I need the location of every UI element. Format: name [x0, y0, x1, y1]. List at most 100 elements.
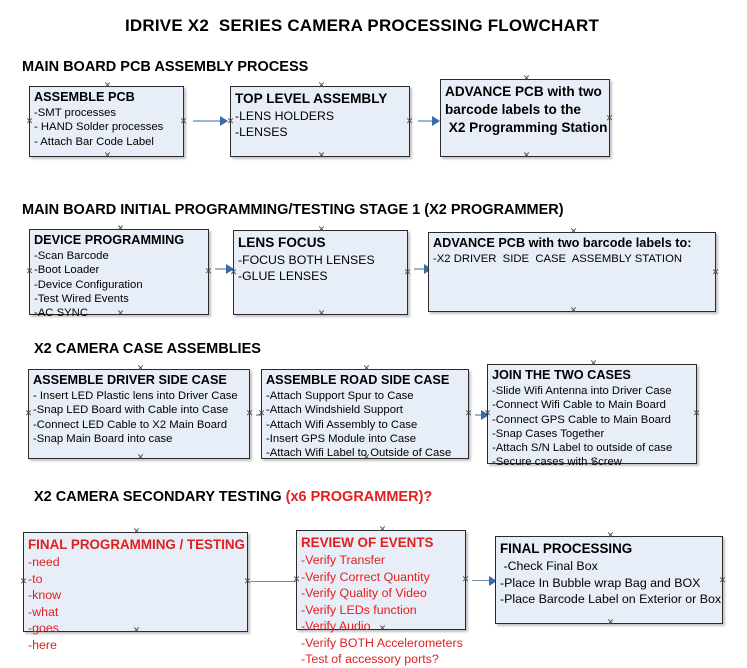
node-item: -Slide Wifi Antenna into Driver Case [492, 385, 672, 397]
connection-handle-bottom[interactable]: ✕ [136, 453, 145, 463]
arrow-icon [489, 576, 497, 586]
node-header: DEVICE PROGRAMMING [34, 233, 185, 247]
node-item: -to [28, 571, 43, 586]
connection-handle-right[interactable]: ✕ [461, 575, 470, 585]
connector-device-programming-to-lens-focus [215, 268, 233, 270]
node-item: -Connect LED Cable to X2 Main Board [33, 418, 228, 431]
connection-handle-right[interactable]: ✕ [403, 268, 412, 278]
node-item: -Check Final Box [500, 559, 598, 573]
node-item: - Insert LED Plastic lens into Driver Ca… [33, 390, 238, 402]
node-item: -here [28, 637, 57, 652]
connection-handle-right[interactable]: ✕ [405, 117, 414, 127]
connector-lens-focus-to-advance-pcb-driver [414, 268, 432, 270]
connection-handle-right[interactable]: ✕ [245, 409, 254, 419]
connection-handle-left[interactable]: ✕ [19, 577, 28, 587]
arrow-icon [432, 116, 440, 126]
node-item: -LENSES [235, 125, 288, 139]
node-item: -Place In Bubble wrap Bag and BOX [500, 575, 701, 590]
connection-handle-bottom[interactable]: ✕ [569, 306, 578, 316]
section-heading-pcb-assembly: MAIN BOARD PCB ASSEMBLY PROCESS [22, 59, 309, 75]
node-item: barcode labels to the [445, 102, 581, 117]
node-item: -Verify Transfer [301, 553, 386, 567]
node-item: -know [28, 588, 62, 602]
section-heading-accent: (x6 PROGRAMMER)? [285, 489, 433, 505]
section-heading-case-assemblies: X2 CAMERA CASE ASSEMBLIES [34, 341, 261, 357]
connection-handle-bottom[interactable]: ✕ [522, 151, 531, 161]
node-assemble-road-side-case[interactable]: ASSEMBLE ROAD SIDE CASE -Attach Support … [258, 365, 473, 463]
node-item: -FOCUS BOTH LENSES [238, 253, 375, 267]
node-final-programming-testing[interactable]: FINAL PROGRAMMING / TESTING -need -to -k… [20, 528, 252, 652]
section-heading-secondary-testing: X2 CAMERA SECONDARY TESTING (x6 PROGRAMM… [34, 489, 432, 505]
section-heading-text: X2 CAMERA SECONDARY TESTING [34, 489, 286, 505]
arrow-icon [220, 116, 228, 126]
connection-handle-bottom[interactable]: ✕ [606, 618, 615, 628]
node-item: -Connect GPS Cable to Main Board [492, 413, 671, 426]
connection-handle-right[interactable]: ✕ [464, 409, 473, 419]
node-item: -Place Barcode Label on Exterior or Box [500, 592, 722, 606]
node-header: TOP LEVEL ASSEMBLY [235, 91, 388, 106]
node-header: ASSEMBLE ROAD SIDE CASE [266, 373, 450, 387]
node-item: -Attach Wifi Label to Outside of Case [266, 447, 452, 460]
node-assemble-pcb[interactable]: ASSEMBLE PCB -SMT processes - HAND Solde… [26, 82, 188, 161]
node-item: -Verify Audio [301, 619, 371, 633]
node-header: LENS FOCUS [238, 235, 326, 250]
node-item: -Verify Correct Quantity [301, 569, 430, 584]
node-item: -Verify BOTH Accelerometers [301, 635, 463, 650]
connection-handle-right[interactable]: ✕ [204, 267, 213, 277]
node-item: X2 Programming Station [445, 120, 608, 135]
node-item: -goes [28, 621, 59, 635]
node-advance-pcb-driver-side[interactable]: ADVANCE PCB with two barcode labels to: … [428, 228, 719, 316]
node-item: -Snap Cases Together [492, 427, 605, 440]
node-item: -Connect Wifi Cable to Main Board [492, 399, 666, 412]
node-item: -Boot Loader [34, 264, 100, 277]
node-item: -Snap Main Board into case [33, 432, 173, 445]
connection-handle-right[interactable]: ✕ [692, 409, 701, 419]
connector-assemble-pcb-to-top-level [193, 120, 223, 122]
connection-handle-right[interactable]: ✕ [711, 268, 720, 278]
node-item: - Attach Bar Code Label [34, 135, 154, 148]
node-header: REVIEW OF EVENTS [301, 535, 434, 550]
node-item: -LENS HOLDERS [235, 109, 335, 123]
node-header: FINAL PROGRAMMING / TESTING [28, 537, 245, 552]
node-assemble-driver-side-case[interactable]: ASSEMBLE DRIVER SIDE CASE - Insert LED P… [25, 365, 254, 463]
node-item-overflow: -Test of accessory ports? [301, 652, 439, 666]
node-item: -Attach Support Spur to Case [266, 390, 414, 402]
node-header: FINAL PROCESSING [500, 541, 633, 556]
connection-handle-right[interactable]: ✕ [718, 576, 727, 586]
node-item: -Attach S/N Label to outside of case [492, 442, 673, 455]
node-item: -Insert GPS Module into Case [266, 432, 417, 445]
node-device-programming[interactable]: DEVICE PROGRAMMING -Scan Barcode -Boot L… [26, 225, 213, 320]
node-item: -Attach Wifi Assembly to Case [266, 418, 418, 431]
node-item: -Test Wired Events [34, 292, 129, 305]
connection-handle-bottom[interactable]: ✕ [103, 151, 112, 161]
connection-handle-bottom[interactable]: ✕ [317, 151, 326, 161]
connector-review-to-final-processing [472, 580, 496, 581]
node-top-level-assembly[interactable]: TOP LEVEL ASSEMBLY -LENS HOLDERS -LENSES… [227, 82, 414, 161]
section-heading-initial-programming: MAIN BOARD INITIAL PROGRAMMING/TESTING S… [22, 202, 564, 218]
node-item: -AC SYNC [34, 307, 88, 320]
node-final-processing[interactable]: FINAL PROCESSING -Check Final Box -Place… [495, 532, 726, 628]
connection-handle-bottom[interactable]: ✕ [317, 309, 326, 319]
node-item: -what [28, 604, 59, 619]
node-lens-focus[interactable]: LENS FOCUS -FOCUS BOTH LENSES -GLUE LENS… [230, 226, 412, 319]
connector-final-programming-to-review [250, 581, 300, 582]
node-item: -Verify LEDs function [301, 602, 417, 617]
connection-handle-left[interactable]: ✕ [25, 117, 34, 127]
node-review-of-events[interactable]: REVIEW OF EVENTS -Verify Transfer -Verif… [293, 526, 470, 667]
node-header: ASSEMBLE PCB [34, 90, 135, 104]
node-header: ASSEMBLE DRIVER SIDE CASE [33, 373, 227, 387]
node-item: - HAND Solder processes [34, 121, 164, 134]
connection-handle-right[interactable]: ✕ [243, 577, 252, 587]
node-item: -Attach Windshield Support [266, 404, 403, 417]
page-title: IDRIVE X2 SERIES CAMERA PROCESSING FLOWC… [125, 16, 600, 35]
connection-handle-left[interactable]: ✕ [25, 267, 34, 277]
connection-handle-right[interactable]: ✕ [179, 117, 188, 127]
node-header: JOIN THE TWO CASES [492, 368, 631, 382]
connection-handle-left[interactable]: ✕ [24, 409, 33, 419]
node-join-the-two-cases[interactable]: JOIN THE TWO CASES -Slide Wifi Antenna i… [484, 360, 701, 469]
node-item: -SMT processes [34, 107, 117, 119]
node-header: ADVANCE PCB with two [445, 84, 602, 99]
node-item: -need [28, 555, 60, 569]
node-advance-pcb-programming-station[interactable]: ADVANCE PCB with two barcode labels to t… [440, 75, 613, 161]
